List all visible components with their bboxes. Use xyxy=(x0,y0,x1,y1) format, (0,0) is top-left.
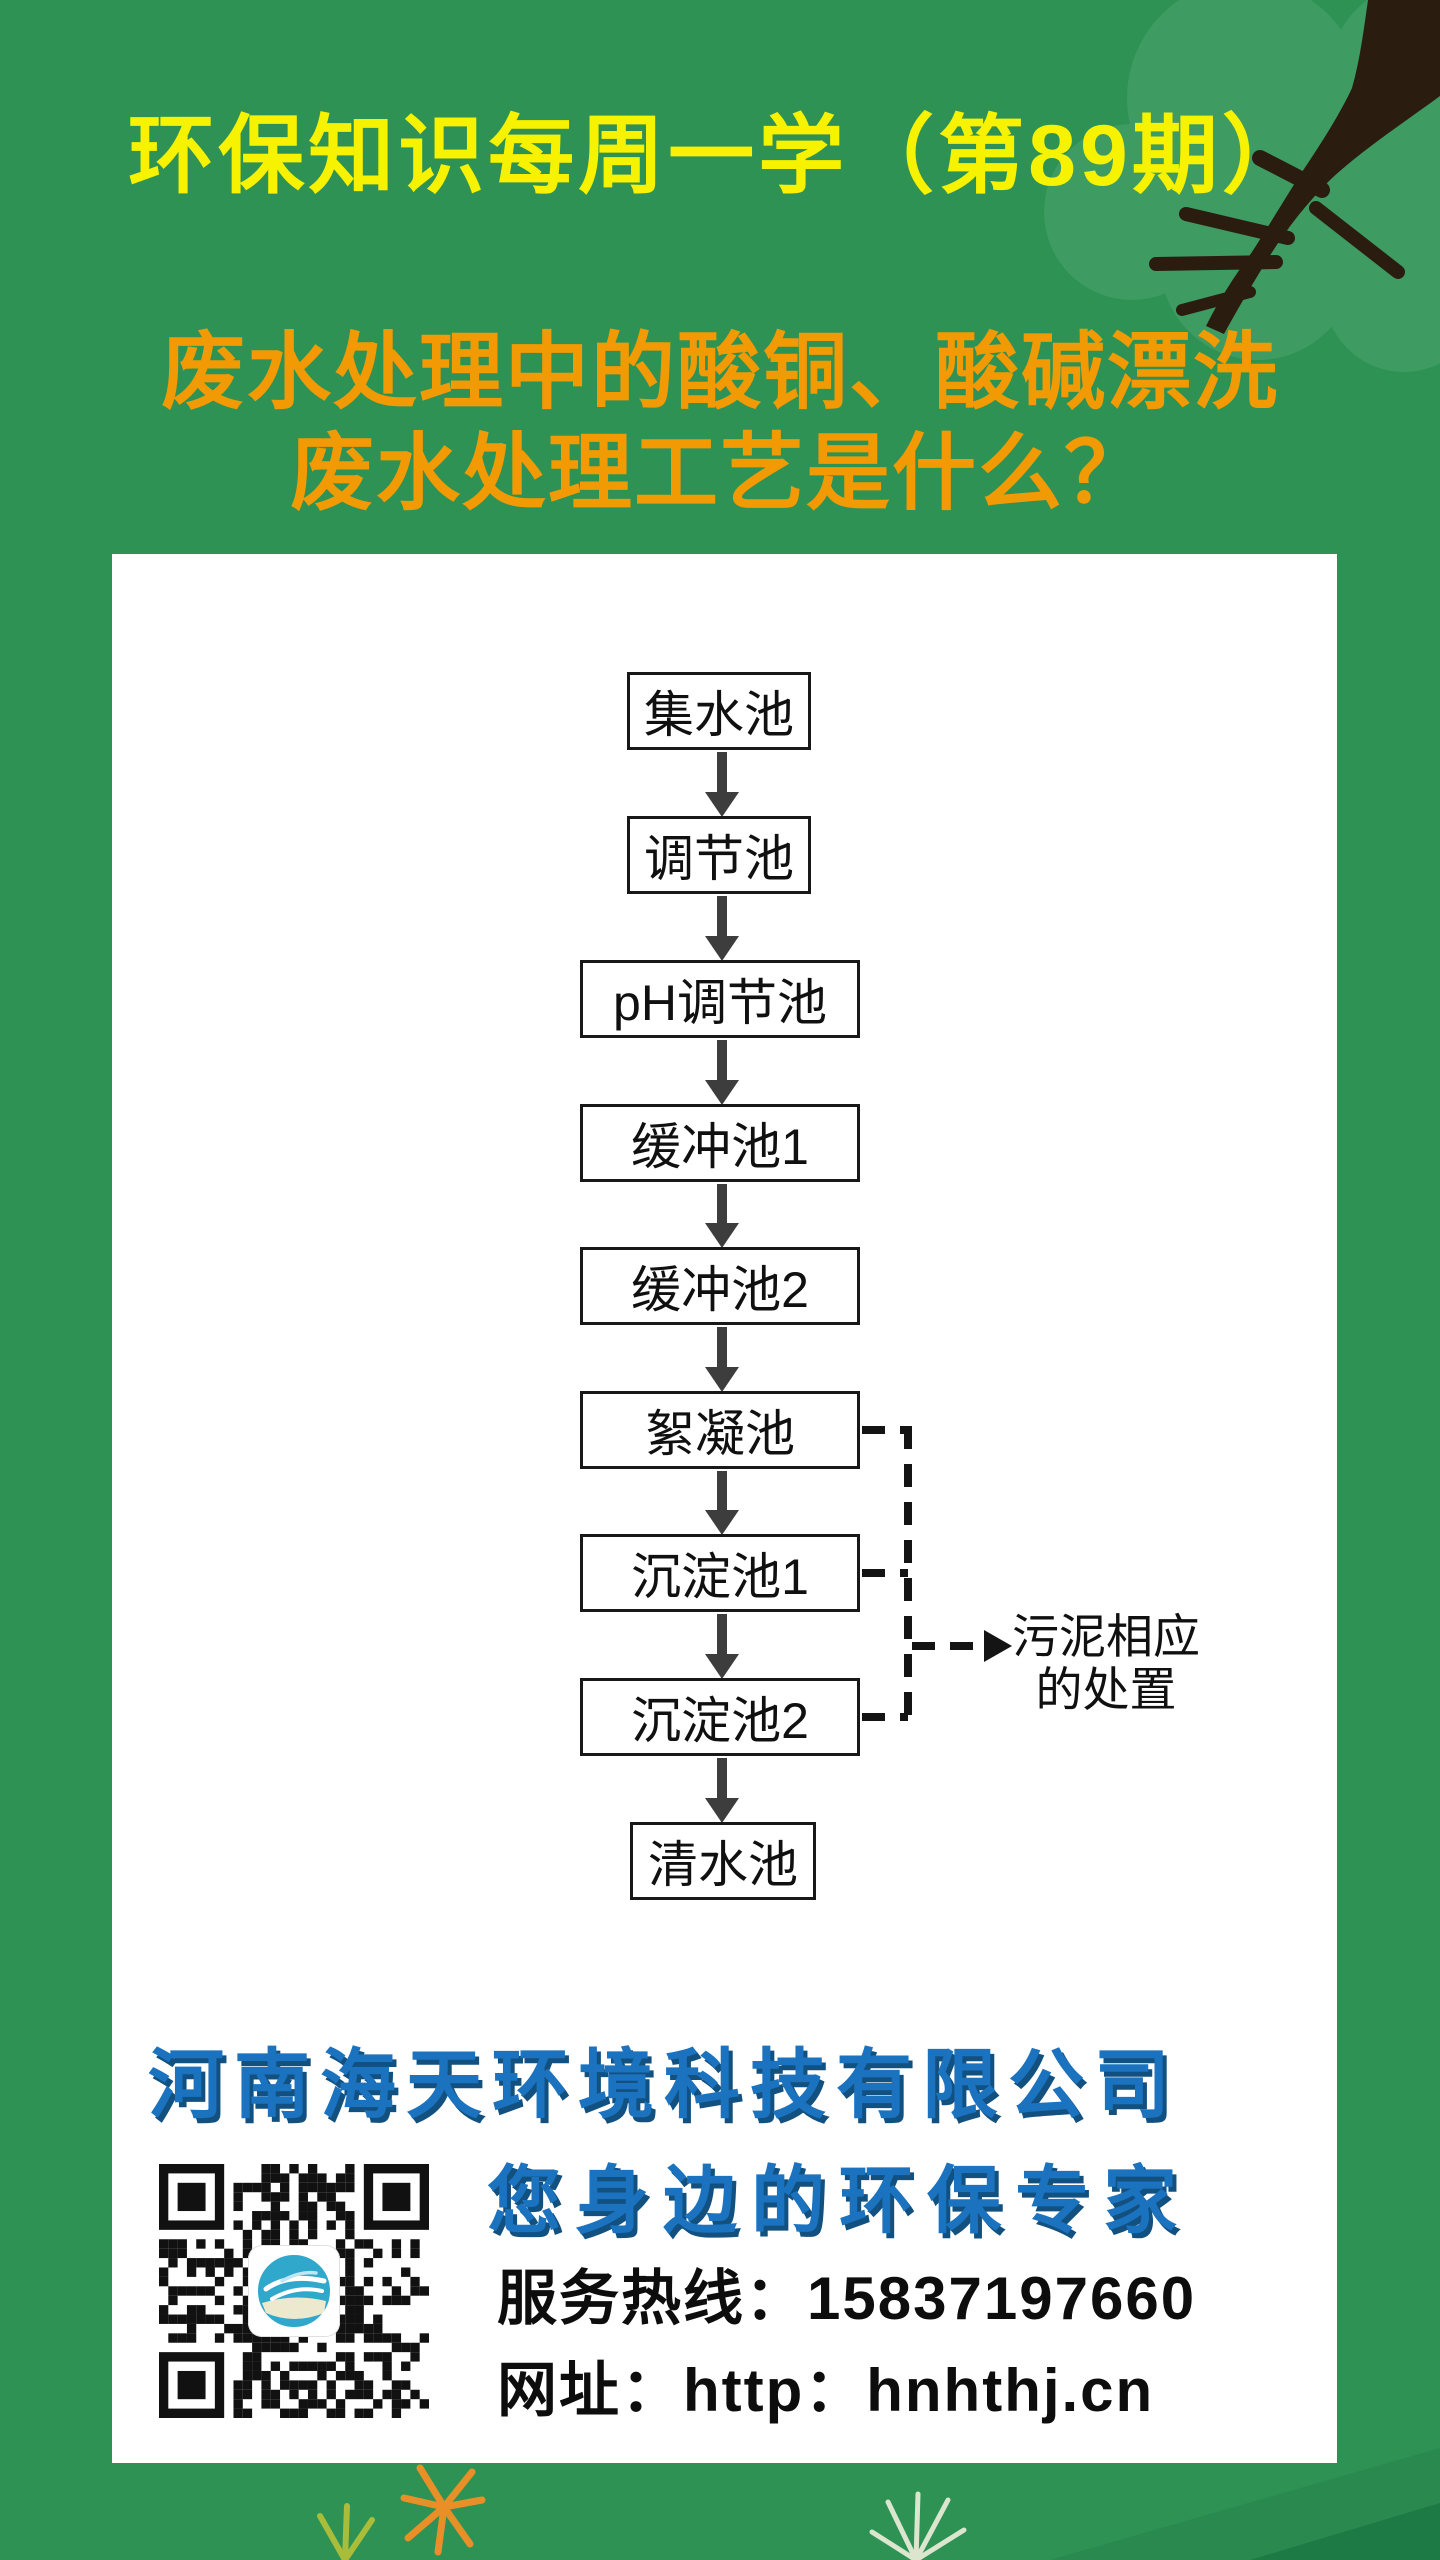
company-logo-icon xyxy=(256,2253,332,2329)
tree-branch-icon xyxy=(1149,0,1440,334)
corner-wedges xyxy=(1050,2448,1440,2560)
flow-node-buffer-tank-2: 缓冲池2 xyxy=(580,1247,860,1325)
flow-node-clear-water-tank: 清水池 xyxy=(630,1822,816,1900)
page-title: 环保知识每周一学（第89期） xyxy=(128,108,1312,204)
service-hotline: 服务热线：15837197660 xyxy=(497,2265,1197,2332)
flow-node-flocculation-tank: 絮凝池 xyxy=(580,1391,860,1469)
qr-code xyxy=(150,2156,438,2426)
flow-node-sedimentation-1: 沉淀池1 xyxy=(580,1534,860,1612)
sludge-disposal-line2: 的处置 xyxy=(1035,1663,1177,1716)
question-subtitle: 废水处理中的酸铜、酸碱漂洗 废水处理工艺是什么？ xyxy=(0,322,1440,524)
question-subtitle-line1: 废水处理中的酸铜、酸碱漂洗 xyxy=(160,325,1279,419)
sludge-arrowhead xyxy=(984,1630,1012,1662)
company-name: 河南海天环境科技有限公司 xyxy=(148,2043,1180,2128)
flow-node-collection-tank: 集水池 xyxy=(627,672,811,750)
company-slogan: 您身边的环保专家 xyxy=(487,2159,1191,2242)
green-sprig-icon xyxy=(317,2503,375,2560)
pale-starburst-icon xyxy=(869,2491,967,2560)
flow-node-ph-tank: pH调节池 xyxy=(580,960,860,1038)
sludge-disposal-line1: 污泥相应 xyxy=(1012,1610,1200,1663)
flow-node-buffer-tank-1: 缓冲池1 xyxy=(580,1104,860,1182)
question-subtitle-line2: 废水处理工艺是什么？ xyxy=(289,426,1150,520)
flow-node-regulation-tank: 调节池 xyxy=(627,816,811,894)
sludge-disposal-label: 污泥相应 的处置 xyxy=(1006,1610,1206,1716)
website-address: 网址：http：hnhthj.cn xyxy=(497,2357,1155,2424)
orange-starburst-icon xyxy=(400,2464,486,2556)
sludge-dashed-connector xyxy=(862,1426,984,1721)
flow-node-sedimentation-2: 沉淀池2 xyxy=(580,1678,860,1756)
foliage-circles xyxy=(1044,0,1440,372)
flow-arrows xyxy=(705,752,739,1823)
qr-code-modules xyxy=(159,2164,429,2418)
qr-center-logo xyxy=(248,2245,340,2337)
